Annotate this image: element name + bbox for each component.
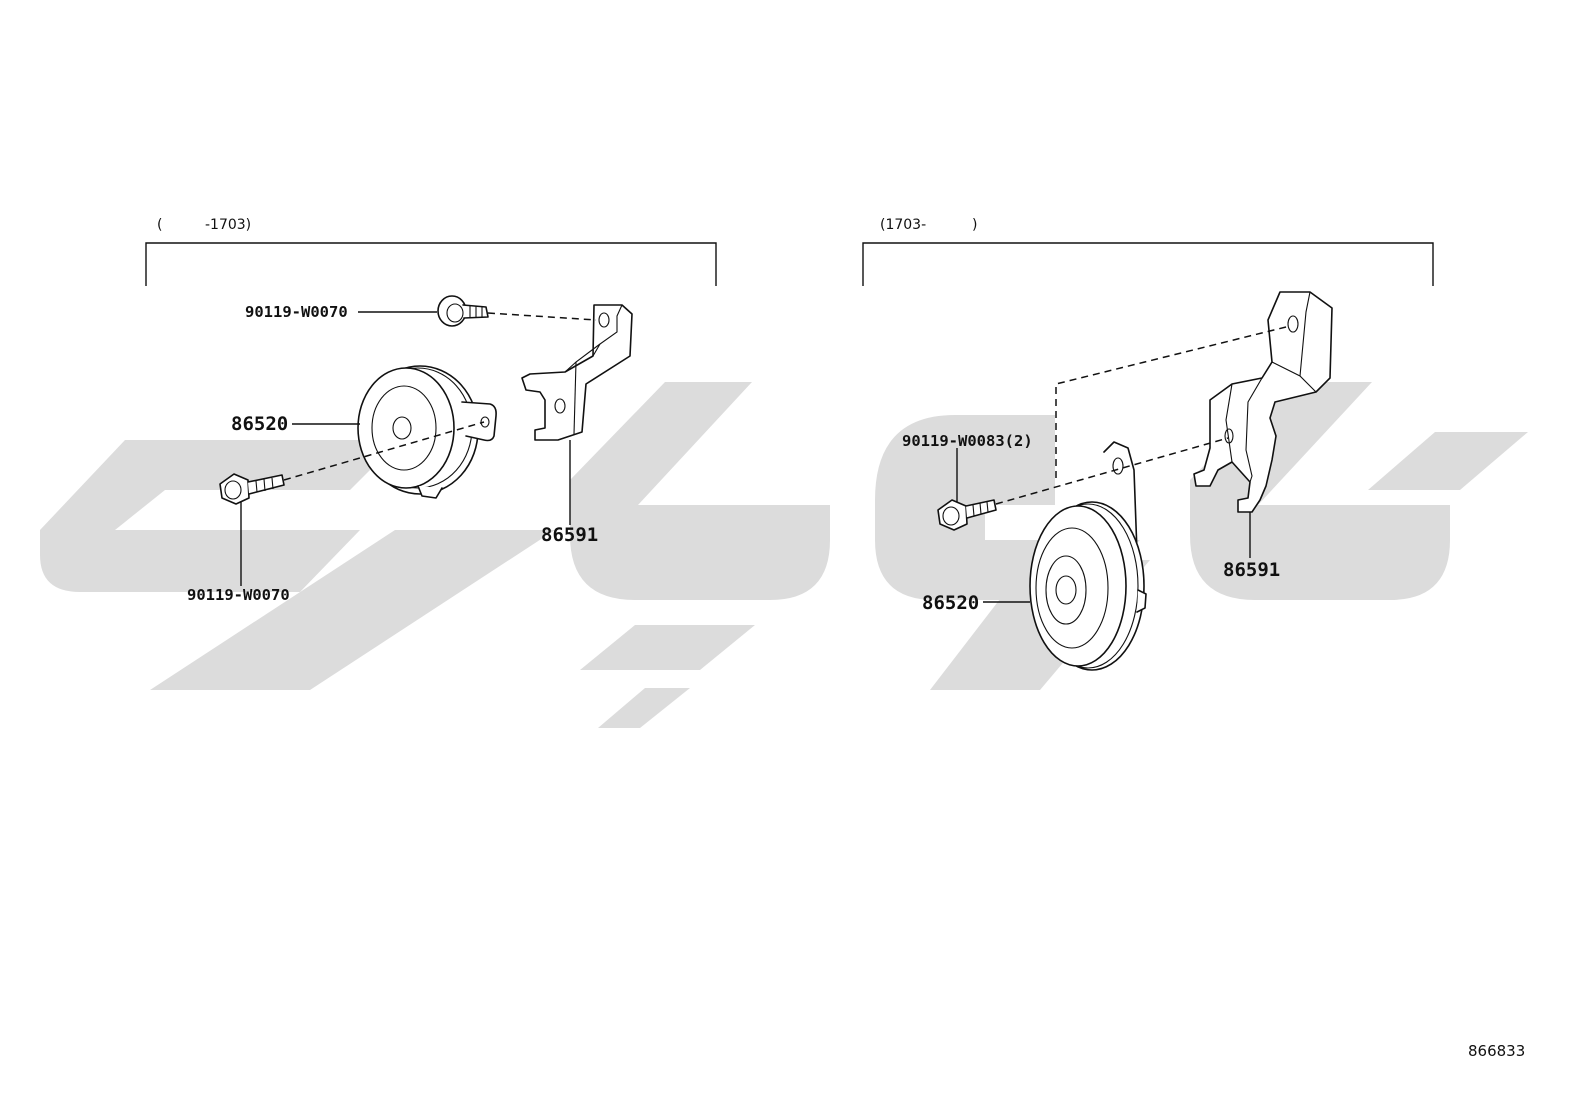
left-horn-part [357, 365, 497, 499]
right-horn-label: 86520 [922, 592, 979, 614]
left-bolt-top-label: 90119-W0070 [245, 303, 348, 321]
left-top-bolt-part [437, 295, 489, 327]
left-bracket-label: 86591 [541, 524, 598, 546]
right-bracket-part [1193, 291, 1333, 513]
left-range-label: -1703) [205, 217, 251, 233]
left-group: ( -1703) [145, 217, 717, 604]
left-group-bracket-line [145, 242, 717, 286]
right-range-close: ) [972, 217, 977, 233]
right-range-label: (1703- [880, 217, 926, 233]
left-horn-label: 86520 [231, 413, 288, 435]
right-bolt-part [937, 499, 997, 531]
right-horn-part [1029, 441, 1147, 671]
right-bracket-label: 86591 [1223, 559, 1280, 581]
left-bolt-bottom-label: 90119-W0070 [187, 586, 290, 604]
left-bracket-part [521, 304, 633, 441]
right-group: (1703- ) [862, 217, 1434, 671]
figure-number: 866833 [1468, 1042, 1525, 1060]
left-dash-bottom [283, 421, 485, 481]
left-dash-top [487, 312, 597, 321]
left-range-open: ( [157, 217, 162, 233]
left-bottom-bolt-part [219, 473, 285, 505]
right-dash-upper [1055, 325, 1291, 478]
right-dash-lower [995, 437, 1229, 505]
watermark-logo [40, 382, 1528, 728]
right-group-bracket-line [862, 242, 1434, 286]
right-bolt-label: 90119-W0083(2) [902, 432, 1033, 450]
